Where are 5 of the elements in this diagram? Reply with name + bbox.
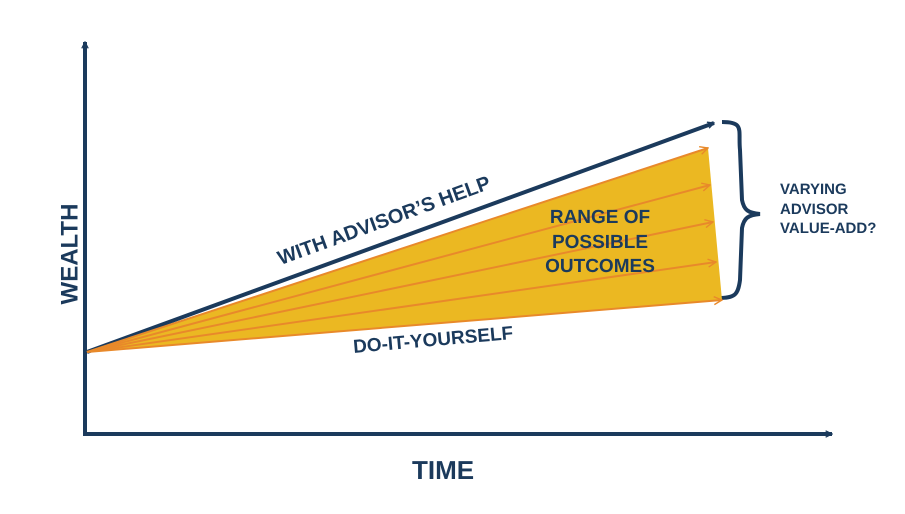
annotation: VARYING ADVISOR VALUE-ADD? bbox=[780, 180, 878, 238]
line-label: DO-IT-YOURSELF bbox=[352, 323, 514, 359]
range-label: RANGE OF POSSIBLE OUTCOMES bbox=[544, 206, 656, 280]
axis-title: WEALTH bbox=[56, 204, 84, 304]
axis-title: TIME bbox=[412, 455, 474, 486]
